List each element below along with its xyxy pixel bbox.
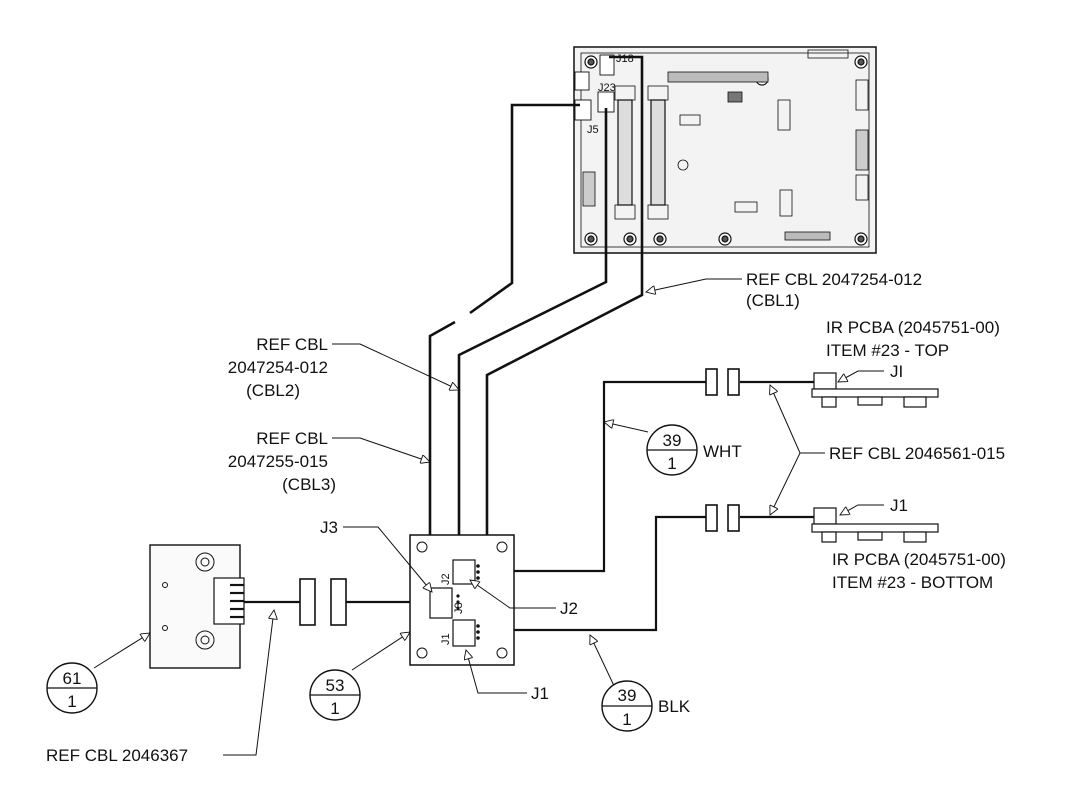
- ir-top-label-line2: ITEM #23 - TOP: [826, 341, 949, 360]
- balloon-53: 53 1: [309, 669, 361, 721]
- j2-callout-label: J2: [560, 599, 578, 618]
- j5-label: J5: [587, 124, 599, 136]
- cable-blk-ir-bottom: [476, 504, 814, 632]
- balloon-39-wht: 39 1: [646, 424, 698, 476]
- j1-callout-label: J1: [531, 684, 549, 703]
- cable-cbl3: [428, 103, 580, 540]
- ir-top-label-line1: IR PCBA (2045751-00): [826, 318, 1000, 337]
- ji-label: JI: [890, 362, 903, 381]
- junction-board: [409, 534, 515, 666]
- cable-cbl2: [457, 108, 608, 540]
- cbl2-label-line1: REF CBL: [256, 335, 328, 354]
- j23-label: J23: [598, 82, 616, 94]
- main-controller-board: [573, 46, 877, 254]
- junction-j3-label: J3: [453, 602, 465, 614]
- cable-ref-2046367: [244, 578, 430, 626]
- cable-wht-ir-top: [476, 368, 814, 573]
- cbl3-label-line1: REF CBL: [256, 429, 328, 448]
- left-pcb: [149, 544, 245, 669]
- balloon-39-blk-top: 39: [618, 686, 637, 705]
- cable-cbl1: [485, 55, 644, 540]
- junction-j2-label: J2: [440, 573, 452, 585]
- balloon-39-blk-bottom: 1: [622, 710, 631, 729]
- ir-bottom-label-line1: IR PCBA (2045751-00): [832, 550, 1006, 569]
- ir-bottom-label-line2: ITEM #23 - BOTTOM: [832, 573, 993, 592]
- balloon-61-bottom: 1: [67, 692, 76, 711]
- balloon-39-blk: 39 1: [601, 680, 653, 732]
- cbl1-label-line1: REF CBL 2047254-012: [746, 270, 922, 289]
- ir-pcba-top: [811, 372, 939, 408]
- ref-cbl-2046367-label: REF CBL 2046367: [46, 746, 188, 765]
- ref-cbl-2046561-label: REF CBL 2046561-015: [829, 444, 1005, 463]
- cbl3-label-line2: 2047255-015: [228, 452, 328, 471]
- blk-label: BLK: [658, 697, 691, 716]
- cbl1-label-line2: (CBL1): [746, 291, 800, 310]
- junction-j1-label: J1: [440, 633, 452, 645]
- balloon-53-bottom: 1: [330, 699, 339, 718]
- balloon-39-wht-bottom: 1: [667, 454, 676, 473]
- cbl3-label-line3: (CBL3): [282, 475, 336, 494]
- balloon-39-wht-top: 39: [663, 431, 682, 450]
- balloon-53-top: 53: [326, 676, 345, 695]
- j3-callout-label: J3: [320, 518, 338, 537]
- balloon-61-top: 61: [63, 669, 82, 688]
- cbl2-label-line2: 2047254-012: [228, 358, 328, 377]
- ir-pcba-bottom: [811, 507, 939, 543]
- balloon-61: 61 1: [46, 662, 98, 714]
- wht-label: WHT: [703, 442, 742, 461]
- leader-lines: [93, 278, 884, 756]
- j18-label: J18: [616, 53, 634, 65]
- j1-bottom-label: J1: [890, 496, 908, 515]
- cbl2-label-line3: (CBL2): [246, 381, 300, 400]
